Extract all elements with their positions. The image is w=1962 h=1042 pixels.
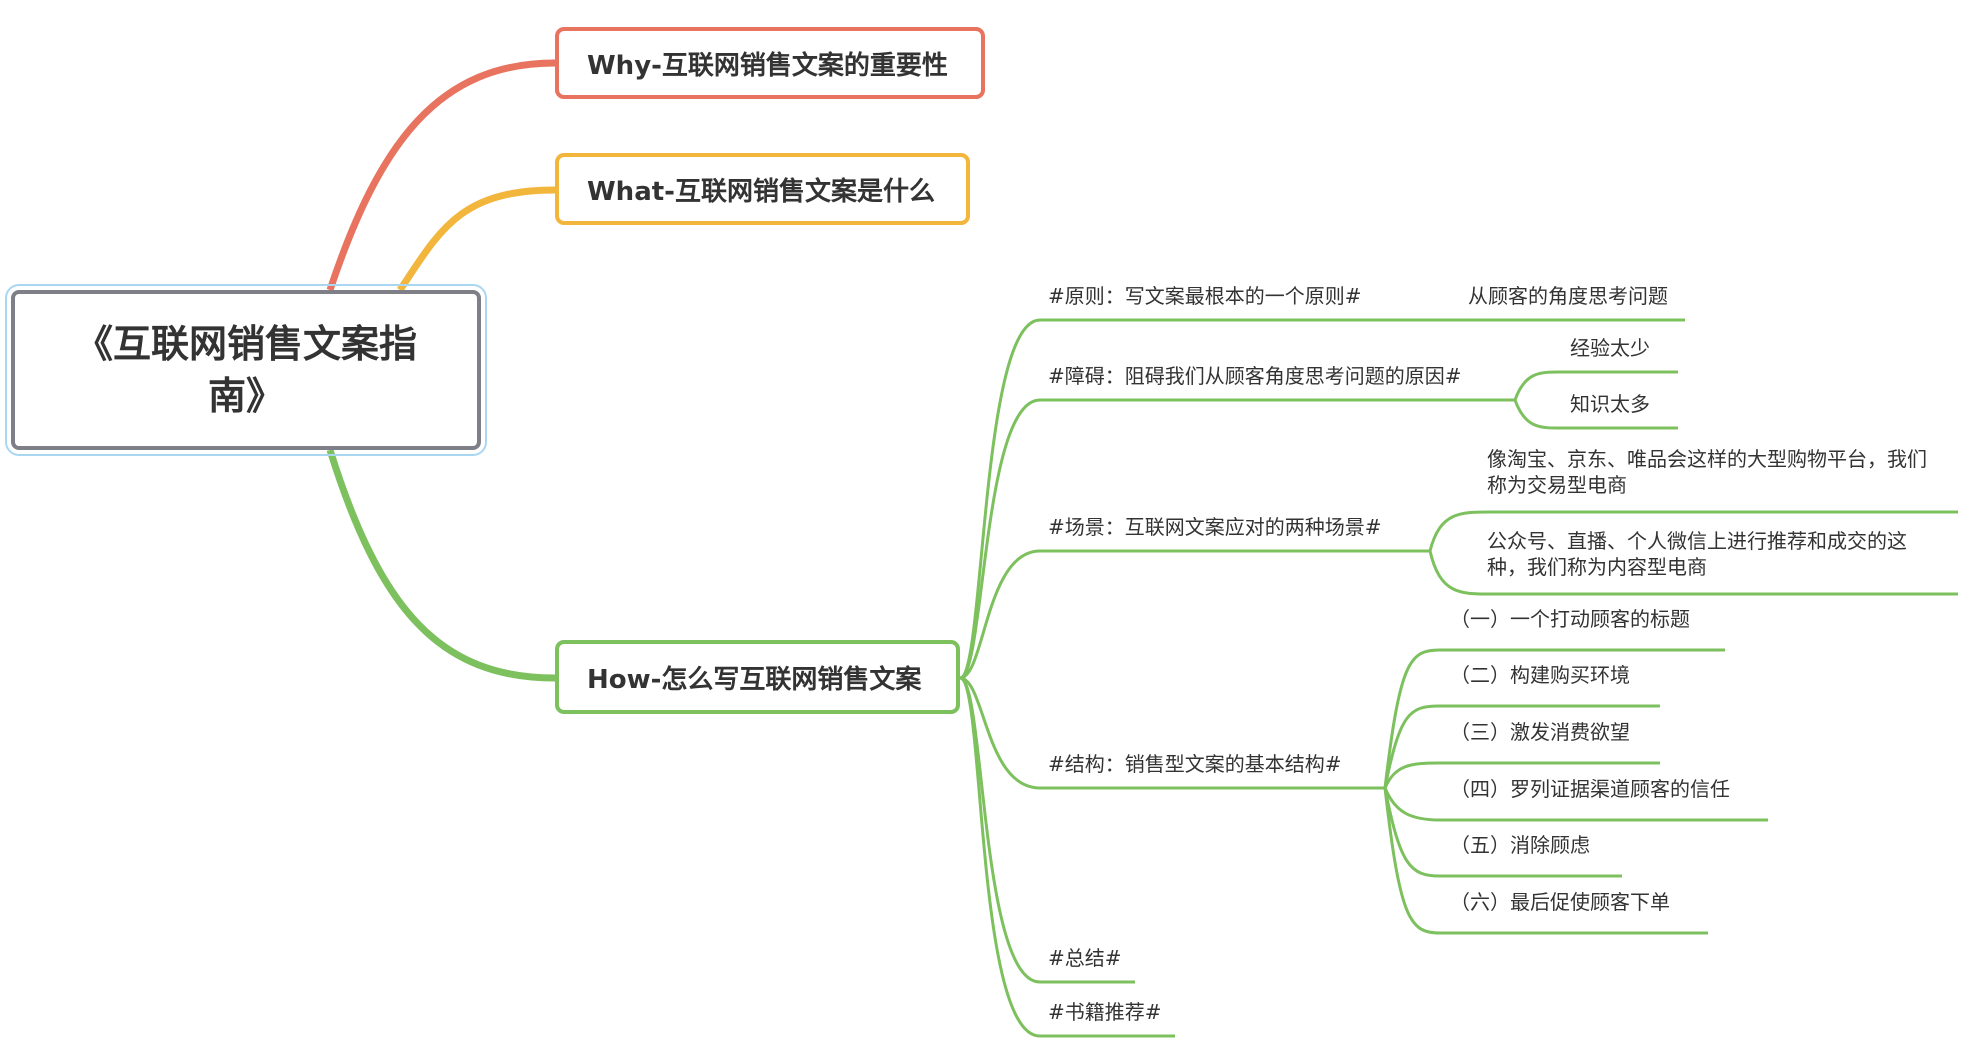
connector-what <box>397 186 556 292</box>
branch-how-label: How-怎么写互联网销售文案 <box>587 664 922 695</box>
subtopic-structure-2[interactable]: （二）构建购买环境 <box>1450 663 1630 687</box>
branch-how[interactable]: How-怎么写互联网销售文案 <box>555 640 960 714</box>
subtopic-obstacle-2[interactable]: 知识太多 <box>1570 392 1650 416</box>
topic-books[interactable]: #书籍推荐# <box>1048 1000 1162 1024</box>
connector-books <box>959 676 1041 1038</box>
connector-structure-child-3 <box>1383 761 1441 789</box>
subtopic-scene-2[interactable]: 公众号、直播、个人微信上进行推荐和成交的这种，我们称为内容型电商 <box>1487 529 1907 579</box>
connector-scene <box>959 549 1041 680</box>
connector-obstacle-child-1 <box>1513 370 1561 401</box>
connector-structure-child-1 <box>1383 648 1441 789</box>
subtopic-structure-6[interactable]: （六）最后促使顾客下单 <box>1450 890 1670 914</box>
subtopic-structure-1[interactable]: （一）一个打动顾客的标题 <box>1450 607 1690 631</box>
topic-structure[interactable]: #结构：销售型文案的基本结构# <box>1048 752 1342 776</box>
branch-why[interactable]: Why-互联网销售文案的重要性 <box>555 27 985 99</box>
connector-structure <box>959 676 1041 790</box>
subtopic-structure-5[interactable]: （五）消除顾虑 <box>1450 833 1590 857</box>
subtopic-principle-1[interactable]: 从顾客的角度思考问题 <box>1468 284 1668 308</box>
topic-principle[interactable]: #原则：写文案最根本的一个原则# <box>1048 284 1362 308</box>
connector-scene-child-2 <box>1428 550 1491 596</box>
central-topic-label: 《互联网销售文案指南》 <box>74 322 417 418</box>
connector-obstacle <box>959 398 1041 680</box>
connector-obstacle-child-2 <box>1513 399 1561 430</box>
topic-summary[interactable]: #总结# <box>1048 946 1122 970</box>
connector-scene-child-1 <box>1428 510 1491 552</box>
branch-what[interactable]: What-互联网销售文案是什么 <box>555 153 970 225</box>
connector-principle <box>959 318 1041 680</box>
topic-scene[interactable]: #场景：互联网文案应对的两种场景# <box>1048 515 1382 539</box>
connector-structure-child-5 <box>1383 787 1441 878</box>
subtopic-obstacle-1[interactable]: 经验太少 <box>1570 336 1650 360</box>
branch-why-label: Why-互联网销售文案的重要性 <box>587 50 948 81</box>
branch-what-label: What-互联网销售文案是什么 <box>587 176 935 207</box>
connector-structure-child-2 <box>1383 704 1441 789</box>
subtopic-structure-3[interactable]: （三）激发消费欲望 <box>1450 720 1630 744</box>
connector-structure-child-4 <box>1383 787 1441 822</box>
subtopic-structure-4[interactable]: （四）罗列证据渠道顾客的信任 <box>1450 777 1730 801</box>
topic-obstacle[interactable]: #障碍：阻碍我们从顾客角度思考问题的原因# <box>1048 364 1462 388</box>
connector-structure-child-6 <box>1383 787 1441 935</box>
subtopic-scene-1[interactable]: 像淘宝、京东、唯品会这样的大型购物平台，我们称为交易型电商 <box>1487 447 1927 497</box>
central-topic[interactable]: 《互联网销售文案指南》 <box>5 284 487 456</box>
connector-how <box>326 448 556 682</box>
connector-why <box>326 59 556 292</box>
